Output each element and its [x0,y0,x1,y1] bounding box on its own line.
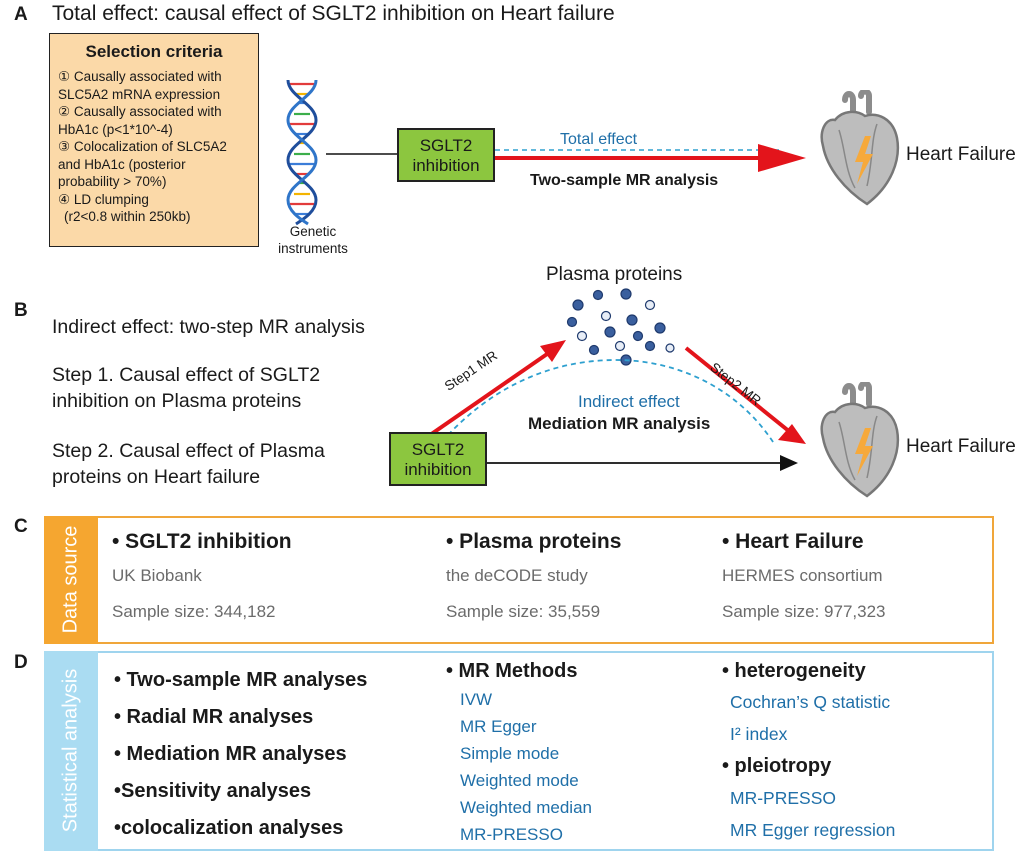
data-source-column: • Heart Failure HERMES consortium Sample… [722,530,886,622]
criterion-line: and HbA1c (posterior [58,156,186,172]
analysis-item: • Radial MR analyses [114,706,314,728]
sglt2-label-line: SGLT2 [419,136,473,155]
data-source-sample-size: Sample size: 344,182 [112,602,276,621]
indirect-effect-title: Indirect effect: two-step MR analysis [52,316,365,338]
mr-method-item: MR Egger [460,717,537,736]
heart-failure-label-b: Heart Failure [906,436,1016,457]
sglt2-label-line: inhibition [412,156,480,175]
statistical-analysis-side-label: Statistical analysis [59,668,82,833]
mr-method-item: Weighted mode [460,771,579,790]
statistical-analysis-sidebar: Statistical analysis [44,651,98,851]
step2-arrowhead [778,424,806,444]
criterion-line: ② Causally associated with [58,104,222,119]
data-source-name: UK Biobank [112,566,202,585]
data-source-column: • SGLT2 inhibition UK Biobank Sample siz… [112,530,292,622]
genetic-label-line: instruments [278,241,348,256]
panel-b-label: B [14,300,28,321]
panel-a-arrows [326,144,806,172]
data-source-column: • Plasma proteins the deCODE study Sampl… [446,530,621,622]
genetic-label-line: Genetic [289,224,337,239]
selection-criteria-title: Selection criteria [85,42,223,61]
criterion-line: HbA1c (p<1*10^-4) [58,121,173,137]
plasma-protein-dots [566,288,675,366]
heart-failure-label-a: Heart Failure [906,144,1016,165]
data-source-side-label: Data source [59,525,82,634]
panel-d-label: D [14,652,28,673]
sglt2-label-line: inhibition [404,460,472,479]
data-source-title: • SGLT2 inhibition [112,530,292,553]
heterogeneity-pleiotropy-list: • heterogeneity Cochran’s Q statistic I²… [722,656,895,846]
total-effect-label: Total effect [560,131,638,148]
step1-description: Step 1. Causal effect of SGLT2 inhibitio… [52,362,320,414]
direct-effect-arrowhead [780,455,798,471]
analysis-item: •Sensitivity analyses [114,780,312,802]
heart-icon [820,90,900,206]
analyses-list: • Two-sample MR analyses • Radial MR ana… [114,662,367,847]
heterogeneity-item: Cochran’s Q statistic [730,692,891,712]
panel-a-label: A [14,4,28,25]
criterion-line: SLC5A2 mRNA expression [58,86,221,102]
step2-arrow-shaft [684,346,792,434]
sglt2-inhibition-box-a: SGLT2 inhibition [397,128,495,182]
panel-a-title: Total effect: causal effect of SGLT2 inh… [52,2,615,25]
data-source-sidebar: Data source [44,516,98,644]
data-source-title: • Plasma proteins [446,530,622,553]
data-source-sample-size: Sample size: 977,323 [722,602,886,621]
sglt2-label-line: SGLT2 [411,440,465,459]
panel-b-arrows [428,288,806,471]
criterion-line: ④ LD clumping [58,191,149,207]
heterogeneity-item: I² index [730,724,788,744]
pleiotropy-title: • pleiotropy [722,755,832,777]
two-sample-analysis-label: Two-sample MR analysis [530,172,719,189]
lightning-bolt-icon [855,136,873,184]
panel-c-label: C [14,516,28,537]
mr-method-item: Weighted median [460,798,592,817]
dna-icon [286,79,318,226]
step1-arrow-shaft [428,350,552,437]
indirect-effect-label: Indirect effect [578,392,680,411]
plasma-proteins-label: Plasma proteins [546,264,683,285]
mr-method-item: Simple mode [460,744,560,763]
mr-method-item: IVW [460,690,493,709]
heterogeneity-title: • heterogeneity [722,660,866,682]
analysis-item: •colocalization analyses [114,817,344,839]
heart-icon [820,382,900,498]
data-source-name: HERMES consortium [722,566,883,585]
criterion-line: ③ Colocalization of SLC5A2 [58,139,227,154]
data-source-sample-size: Sample size: 35,559 [446,602,601,621]
genetic-instruments-label: Genetic instruments [268,223,358,257]
criterion-line: ① Causally associated with [58,69,222,84]
mr-methods-list: • MR Methods IVW MR Egger Simple mode We… [446,656,592,848]
criterion-line: (r2<0.8 within 250kb) [64,209,191,224]
analysis-item: • Mediation MR analyses [114,743,347,765]
step2-line: proteins on Heart failure [52,466,261,488]
step2-description: Step 2. Causal effect of Plasma proteins… [52,438,325,490]
data-source-title: • Heart Failure [722,530,864,553]
mediation-mr-label: Mediation MR analysis [528,414,711,433]
selection-criteria-box: Selection criteria ① Causally associated… [49,33,259,247]
mr-method-item: MR-PRESSO [460,825,563,844]
criterion-line: probability > 70%) [58,174,167,189]
data-source-name: the deCODE study [446,566,588,585]
step1-arrowhead [540,340,566,362]
analysis-item: • Two-sample MR analyses [114,669,368,691]
indirect-effect-dashed-curve [447,359,776,446]
pleiotropy-item: MR-PRESSO [730,788,836,808]
lightning-bolt-icon [855,428,873,476]
sglt2-inhibition-box-b: SGLT2 inhibition [389,432,487,486]
step1-line: Step 1. Causal effect of SGLT2 [52,364,321,386]
mr-methods-title: • MR Methods [446,660,578,682]
step2-line: Step 2. Causal effect of Plasma [52,440,325,462]
pleiotropy-item: MR Egger regression [730,820,896,840]
total-effect-red-arrowhead [758,144,806,172]
step1-line: inhibition on Plasma proteins [52,390,302,412]
